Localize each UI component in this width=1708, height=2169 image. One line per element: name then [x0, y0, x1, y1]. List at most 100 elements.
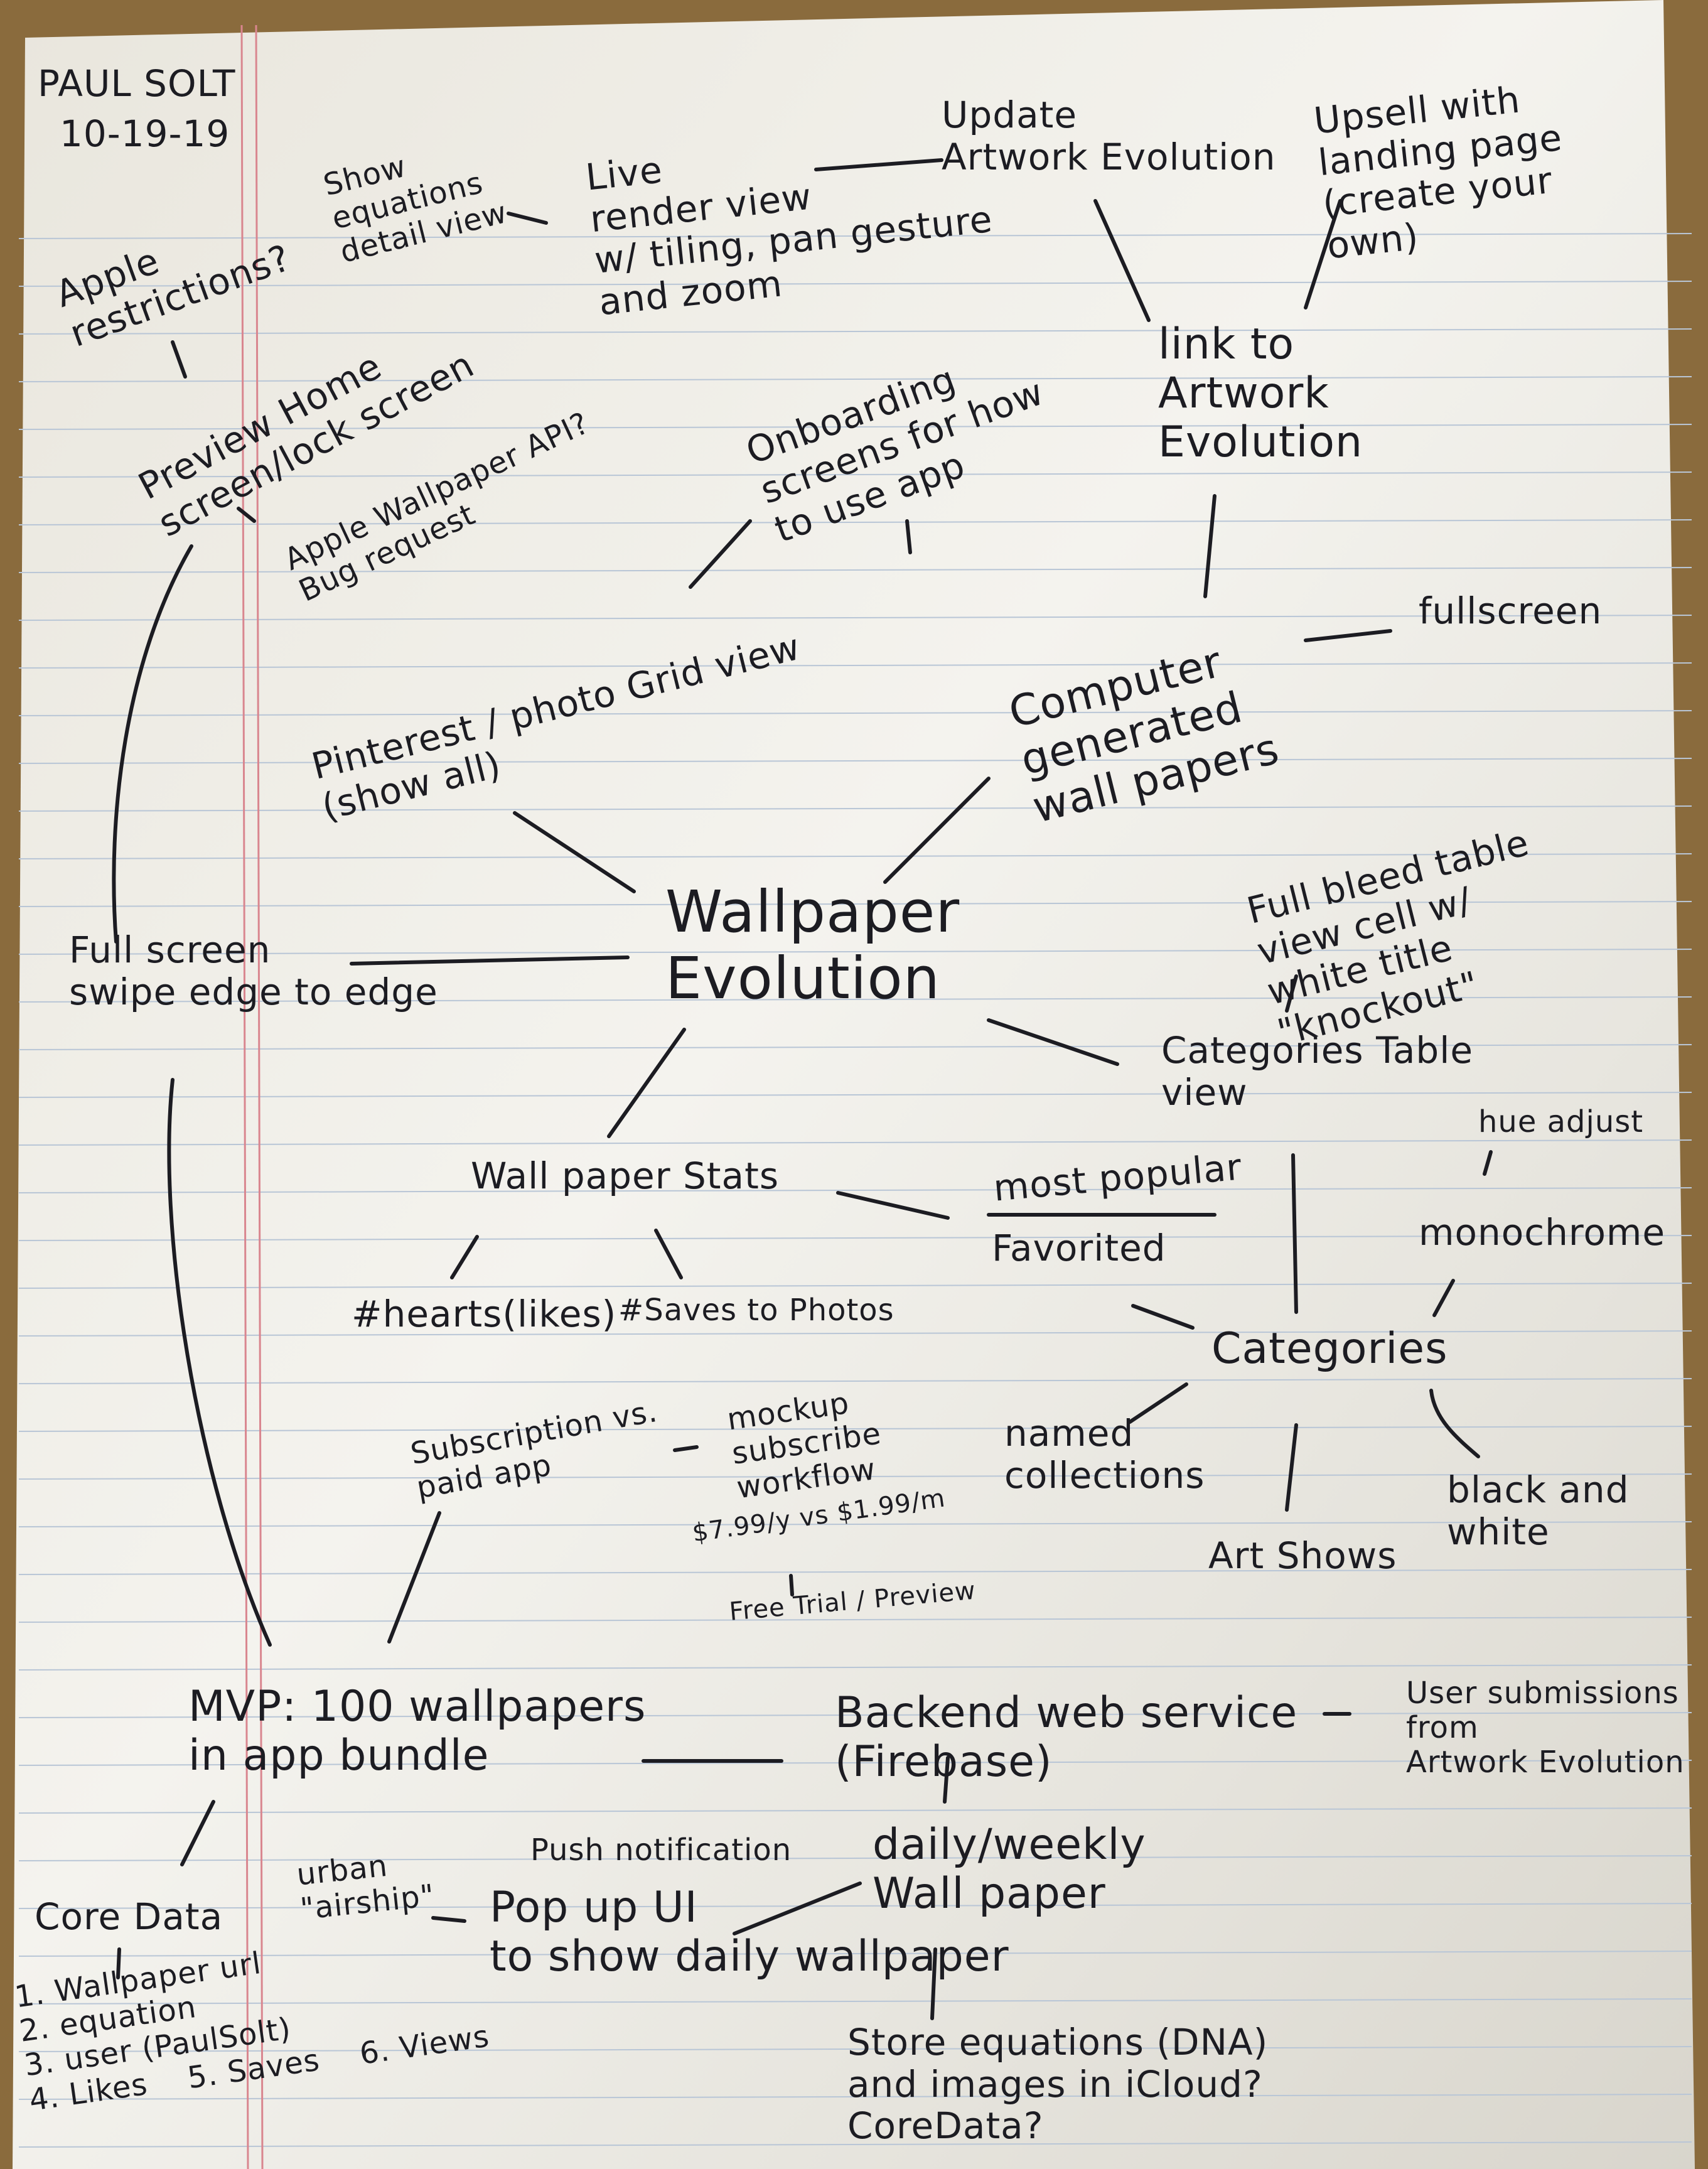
node-update-artwork: Update Artwork Evolution — [942, 94, 1276, 178]
connector-monochrome-categories — [1432, 1279, 1455, 1317]
connector-favorited-categories — [1131, 1304, 1195, 1330]
connector-apple-preview — [171, 340, 187, 379]
ruled-line — [18, 519, 1692, 525]
node-link-artwork: link to Artwork Evolution — [1158, 320, 1363, 468]
margin-line — [240, 24, 249, 2169]
connector-daily-store — [930, 1947, 937, 2020]
paper-surface — [13, 0, 1695, 2169]
ruled-line — [18, 1998, 1692, 2005]
ruled-line — [18, 1951, 1692, 1957]
node-named-collections: named collections — [1004, 1412, 1205, 1497]
ruled-line — [18, 710, 1692, 716]
connector-categories-named — [1128, 1382, 1188, 1424]
connector-mvp-coredata — [180, 1800, 215, 1866]
central-topic: Wallpaper Evolution — [665, 878, 960, 1012]
connector-swipe-mvp — [167, 1078, 272, 1647]
ruled-line — [18, 328, 1692, 335]
node-store-equations: Store equations (DNA) and images in iClo… — [847, 2021, 1269, 2148]
ruled-line — [18, 1092, 1692, 1098]
connector-center-categories-table — [987, 1018, 1119, 1066]
ruled-line — [18, 233, 1692, 239]
connector-fullbleed-table — [1285, 974, 1298, 1013]
ruled-line — [18, 615, 1692, 621]
connector-stats-hearts — [450, 1235, 479, 1279]
ruled-line — [18, 1855, 1692, 1861]
ruled-line — [18, 1807, 1692, 1814]
margin-line-2 — [255, 24, 264, 2169]
node-fullscreen: fullscreen — [1419, 589, 1603, 632]
ruled-line — [18, 2094, 1692, 2100]
ruled-line — [18, 281, 1692, 287]
ruled-line — [18, 996, 1692, 1003]
node-backend: Backend web service (Firebase) — [835, 1688, 1298, 1787]
connector-subscription-mockup — [673, 1445, 699, 1452]
ruled-line — [18, 662, 1692, 669]
connector-categories-artshows — [1285, 1423, 1298, 1512]
connector-onboarding-tick — [905, 519, 912, 554]
connector-categories-bw — [1429, 1389, 1480, 1458]
connector-stats-saves — [654, 1229, 683, 1279]
ruled-line — [18, 1283, 1692, 1289]
ruled-line — [18, 853, 1692, 859]
ruled-line — [18, 376, 1692, 382]
ruled-line — [18, 1330, 1692, 1337]
connector-center-computer — [883, 777, 991, 884]
ruled-line — [18, 424, 1692, 430]
ruled-line — [18, 1664, 1692, 1671]
author-name: PAUL SOLT — [38, 62, 236, 105]
node-urban-airship: urban "airship" — [294, 1848, 437, 1927]
connector-link-update — [1093, 199, 1151, 322]
ruled-line — [18, 567, 1692, 573]
ruled-line — [18, 1187, 1692, 1193]
connector-subscription-mvp — [387, 1511, 441, 1644]
connector-urban-popup — [431, 1916, 466, 1923]
node-user-submissions: User submissions from Artwork Evolution — [1406, 1676, 1685, 1780]
connector-update-live — [814, 158, 943, 171]
node-full-screen-swipe: Full screen swipe edge to edge — [69, 928, 438, 1013]
node-monochrome: monochrome — [1419, 1211, 1666, 1254]
node-daily-weekly: daily/weekly Wall paper — [873, 1820, 1146, 1919]
node-popup-ui: Pop up UI to show daily wallpaper — [490, 1883, 1009, 1982]
ruled-line — [18, 1521, 1692, 1527]
connector-popup-daily — [733, 1881, 862, 1935]
connector-center-fullscreen — [350, 955, 630, 966]
connector-coredata-list — [116, 1947, 121, 1979]
ruled-line — [18, 1903, 1692, 1909]
ruled-line — [18, 758, 1692, 764]
connector-preview-api — [237, 507, 256, 523]
date: 10-19-19 — [60, 112, 230, 155]
connector-center-stats — [607, 1028, 686, 1138]
node-favorited: Favorited — [992, 1227, 1166, 1269]
ruled-line — [18, 1760, 1692, 1766]
node-categories: Categories — [1211, 1324, 1448, 1374]
node-saves-photos: #Saves to Photos — [618, 1293, 894, 1328]
ruled-line — [18, 2046, 1692, 2052]
ruled-line — [18, 1712, 1692, 1718]
connector-show-live — [507, 212, 548, 225]
node-upsell: Upsell with landing page (create your ow… — [1311, 78, 1565, 267]
node-core-data: Core Data — [35, 1895, 223, 1938]
ruled-line — [18, 1044, 1692, 1050]
ruled-line — [18, 1378, 1692, 1384]
node-mvp: MVP: 100 wallpapers in app bundle — [188, 1682, 647, 1781]
node-categories-table: Categories Table view — [1161, 1029, 1474, 1114]
ruled-line — [18, 2141, 1692, 2148]
connectors — [112, 158, 1493, 2020]
connector-link-upsell — [1304, 199, 1342, 309]
connector-pricing-trial — [789, 1574, 794, 1596]
ruled-line — [18, 949, 1692, 955]
ruled-line — [18, 805, 1692, 812]
ruled-line — [18, 1139, 1692, 1146]
node-mockup: mockup subscribe workflow — [724, 1385, 884, 1506]
node-black-white: black and white — [1447, 1468, 1630, 1553]
ruled-line — [18, 1569, 1692, 1575]
connector-preview-fullscreen — [112, 544, 193, 944]
ruled-lines — [18, 233, 1692, 2148]
ruled-line — [18, 1617, 1692, 1623]
connector-stats-popular — [836, 1191, 950, 1220]
ruled-line — [18, 1235, 1692, 1241]
node-wallpaper-stats: Wall paper Stats — [471, 1154, 780, 1197]
connector-onboarding-pinterest — [689, 519, 752, 589]
